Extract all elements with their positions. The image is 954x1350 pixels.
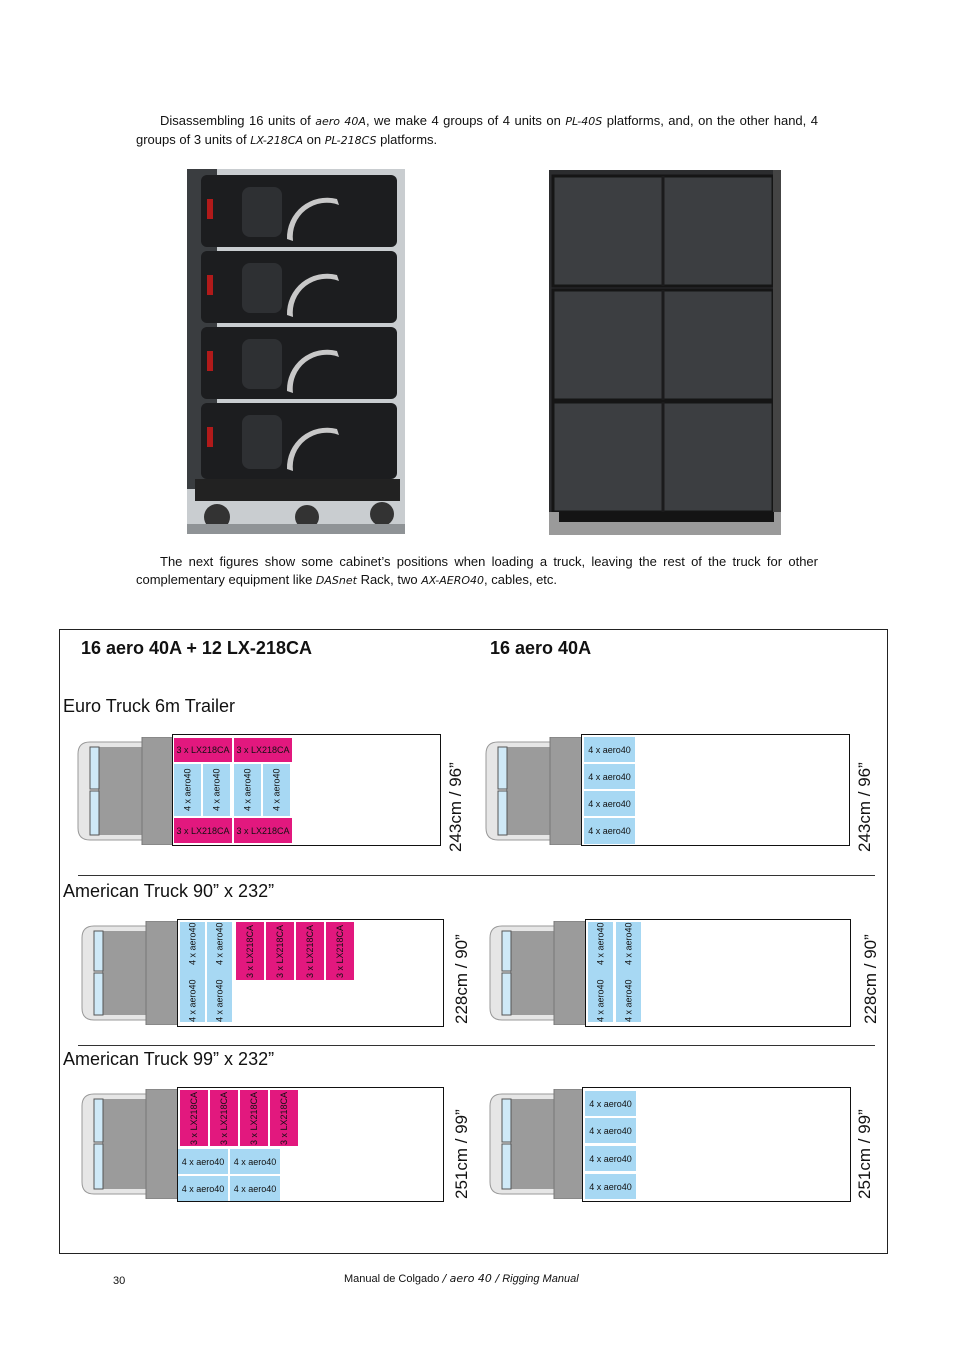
intro-paragraph: Disassembling 16 units of aero 40A, we m… bbox=[136, 113, 819, 147]
section-divider bbox=[78, 875, 875, 876]
aero40-block: 4 x aero40 bbox=[585, 1118, 636, 1143]
section-title-american-99: American Truck 99” x 232” bbox=[63, 1049, 275, 1069]
truck-cab-icon bbox=[489, 1089, 586, 1199]
aero40-block: 4 x aero40 bbox=[585, 1174, 636, 1199]
truck-cab-icon bbox=[81, 1089, 178, 1199]
column-title-right: 16 aero 40A bbox=[490, 638, 592, 658]
section-title-american-90: American Truck 90” x 232” bbox=[63, 881, 275, 901]
aero40-block: 4 x aero40 bbox=[174, 764, 201, 816]
truck-cab-icon bbox=[81, 921, 178, 1025]
aero40-block: 4 x aero40 bbox=[585, 1146, 636, 1171]
aero40-block: 4 x aero40 bbox=[585, 1091, 636, 1116]
lx218ca-block: 3 x LX218CA bbox=[174, 738, 232, 762]
page-number: 30 bbox=[113, 1275, 126, 1287]
dimension-label: 243cm / 96” bbox=[446, 762, 465, 852]
column-title-left: 16 aero 40A + 12 LX-218CA bbox=[81, 638, 312, 658]
manual-title: Manual de Colgado / aero 40 / Rigging Ma… bbox=[344, 1272, 579, 1285]
photo-lx218ca-stack bbox=[549, 170, 781, 535]
dimension-label: 243cm / 96” bbox=[855, 762, 874, 852]
aero40-block: 4 x aero40 bbox=[178, 1149, 228, 1174]
dimension-label: 251cm / 99” bbox=[855, 1109, 874, 1199]
aero40-block: 4 x aero40 bbox=[584, 818, 635, 844]
loading-paragraph: The next figures show some cabinet’s pos… bbox=[136, 554, 818, 587]
aero40-block: 4 x aero40 bbox=[178, 1176, 228, 1201]
truck-cab-icon bbox=[485, 737, 582, 845]
aero40-block: 4 x aero40 bbox=[230, 1176, 280, 1201]
aero40-block: 4 x aero40 bbox=[584, 737, 635, 762]
lx218ca-block: 3 x LX218CA bbox=[296, 922, 324, 980]
lx218ca-block: 3 x LX218CA bbox=[266, 922, 294, 980]
lx218ca-block: 3 x LX218CA bbox=[270, 1090, 298, 1146]
lx218ca-block: 3 x LX218CA bbox=[236, 922, 264, 980]
aero40-block: 4 x aero40 bbox=[203, 764, 230, 816]
aero40-block: 4 x aero40 bbox=[230, 1149, 280, 1174]
section-title-euro-truck: Euro Truck 6m Trailer bbox=[63, 696, 236, 716]
dimension-label: 251cm / 99” bbox=[452, 1109, 471, 1199]
lx218ca-block: 3 x LX218CA bbox=[234, 818, 292, 843]
aero40-block: 4 x aero40 bbox=[234, 764, 261, 816]
aero40-block: 4 x aero40 bbox=[584, 791, 635, 816]
aero40-block: 4 x aero40 bbox=[584, 764, 635, 789]
lx218ca-block: 3 x LX218CA bbox=[240, 1090, 268, 1146]
truck-cab-icon bbox=[489, 921, 586, 1025]
section-divider bbox=[78, 1045, 875, 1046]
lx218ca-block: 3 x LX218CA bbox=[210, 1090, 238, 1146]
lx218ca-block: 3 x LX218CA bbox=[174, 818, 232, 843]
aero40-block: 4 x aero40 bbox=[263, 764, 290, 816]
lx218ca-block: 3 x LX218CA bbox=[180, 1090, 208, 1146]
lx218ca-block: 3 x LX218CA bbox=[234, 738, 292, 762]
truck-cab-icon bbox=[77, 737, 174, 845]
dimension-label: 228cm / 90” bbox=[861, 934, 880, 1024]
lx218ca-block: 3 x LX218CA bbox=[326, 922, 354, 980]
photo-aero40-stack bbox=[187, 169, 405, 534]
dimension-label: 228cm / 90” bbox=[452, 934, 471, 1024]
truck-loading-figure bbox=[59, 629, 888, 1254]
